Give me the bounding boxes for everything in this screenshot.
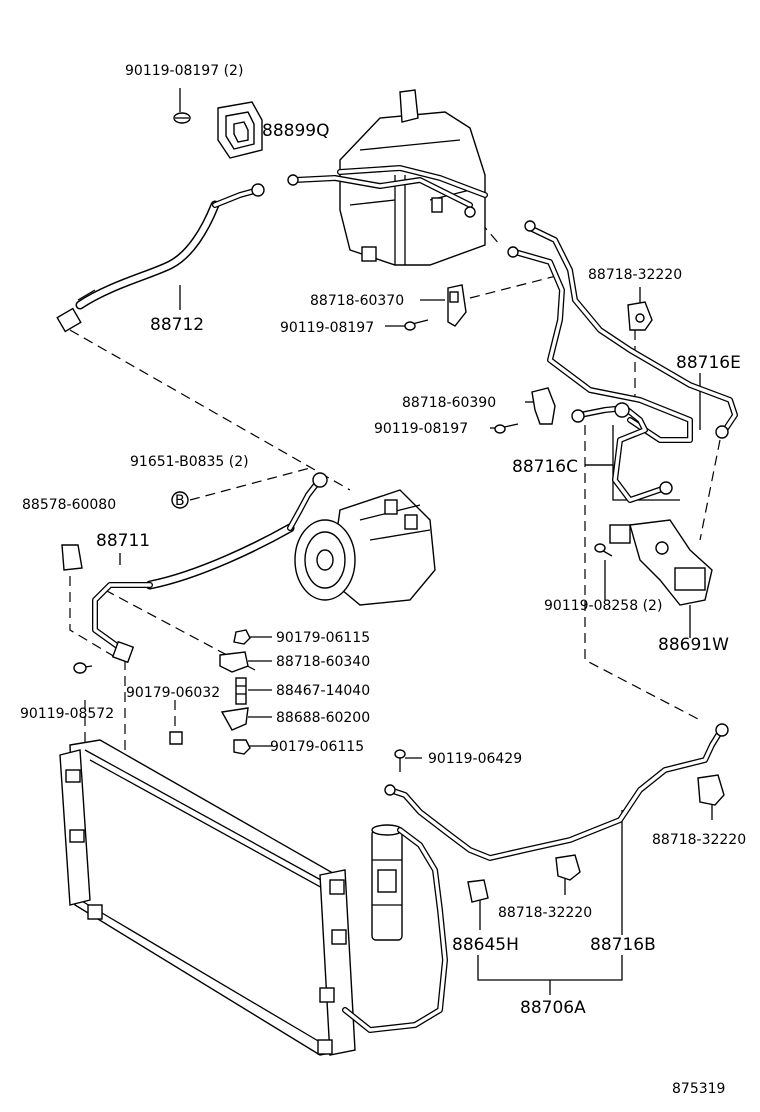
label-88716e: 88716E — [676, 353, 741, 373]
label-bolt-90119-06429: 90119-06429 — [428, 751, 522, 767]
bolt-90119-08197-b — [494, 423, 519, 434]
nut-90179-06115-a — [233, 629, 251, 645]
clamp-88718-60390 — [531, 387, 556, 425]
label-clamp-88718-60370: 88718-60370 — [310, 293, 404, 309]
clamp-88718-32220-top — [627, 301, 653, 331]
badge-letter: B — [175, 493, 185, 509]
pipe-88716c — [571, 402, 673, 503]
switch-88645h — [467, 879, 489, 903]
label-clamp-88718-32220-top: 88718-32220 — [588, 267, 682, 283]
label-bolt-90119-08197-a: 90119-08197 — [280, 320, 374, 336]
pipe-88716e — [507, 220, 738, 443]
cushion-88578-60080 — [61, 544, 83, 571]
gasket-88899q — [217, 101, 263, 159]
label-cushion-88578-60080: 88578-60080 — [22, 497, 116, 513]
bolt-90119-08197-a — [404, 319, 429, 331]
liquid-pipe — [342, 827, 448, 1033]
label-bracket-88688-60200: 88688-60200 — [276, 710, 370, 726]
label-bolt-90119-08572: 90119-08572 — [20, 706, 114, 722]
label-nut-90179-06115-a: 90179-06115 — [276, 630, 370, 646]
label-88645h: 88645H — [452, 935, 519, 955]
figure-number: 875319 — [672, 1081, 725, 1097]
label-bolt-90119-08258: 90119-08258 (2) — [544, 598, 662, 614]
valve-assembly-88691w — [609, 519, 713, 606]
bracket-88688-60200 — [220, 707, 249, 731]
hose-88711 — [92, 472, 328, 664]
label-88716c: 88716C — [512, 457, 578, 477]
sensor-88467-14040 — [235, 677, 247, 705]
compressor — [294, 489, 436, 606]
condenser — [59, 739, 356, 1056]
label-88899q: 88899Q — [262, 121, 329, 141]
receiver-dryer — [371, 824, 403, 941]
bolt-90119-08258 — [594, 543, 613, 557]
pipe-88716b — [384, 723, 729, 861]
bolt-90119-06429 — [394, 749, 406, 772]
clamp-88718-60370 — [447, 284, 467, 327]
part-labels: 90119-08197 (2) 88899Q 88712 88718-60370… — [20, 63, 746, 1097]
clamp-88718-32220-right — [697, 774, 725, 806]
bolt-badge-91651: B — [171, 491, 189, 509]
clamp-88718-32220-mid — [555, 854, 581, 881]
label-bolt-91651-b0835: 91651-B0835 (2) — [130, 454, 249, 470]
nut-90179-06115-b — [233, 739, 251, 755]
evaporator-pipes — [287, 165, 488, 218]
label-clamp-88718-32220-mid: 88718-32220 — [498, 905, 592, 921]
label-clamp-88718-60390: 88718-60390 — [402, 395, 496, 411]
label-bolt-90119-08197-2: 90119-08197 (2) — [125, 63, 243, 79]
label-sensor-88467-14040: 88467-14040 — [276, 683, 370, 699]
label-88712: 88712 — [150, 315, 204, 335]
label-nut-90179-06032: 90179-06032 — [126, 685, 220, 701]
label-88706a: 88706A — [520, 998, 586, 1018]
label-nut-90179-06115-b: 90179-06115 — [270, 739, 364, 755]
bolt-90119-08197-top — [173, 88, 191, 124]
label-88716b: 88716B — [590, 935, 656, 955]
clamp-88718-60340 — [219, 651, 249, 673]
label-88691w: 88691W — [658, 635, 729, 655]
evaporator-unit — [339, 89, 486, 266]
hose-88712 — [56, 183, 265, 333]
nut-90179-06032 — [169, 731, 183, 745]
label-bolt-90119-08197-b: 90119-08197 — [374, 421, 468, 437]
bolt-90119-08572 — [73, 662, 93, 674]
label-clamp-88718-32220-right: 88718-32220 — [652, 832, 746, 848]
label-clamp-88718-60340: 88718-60340 — [276, 654, 370, 670]
label-88711: 88711 — [96, 531, 150, 551]
